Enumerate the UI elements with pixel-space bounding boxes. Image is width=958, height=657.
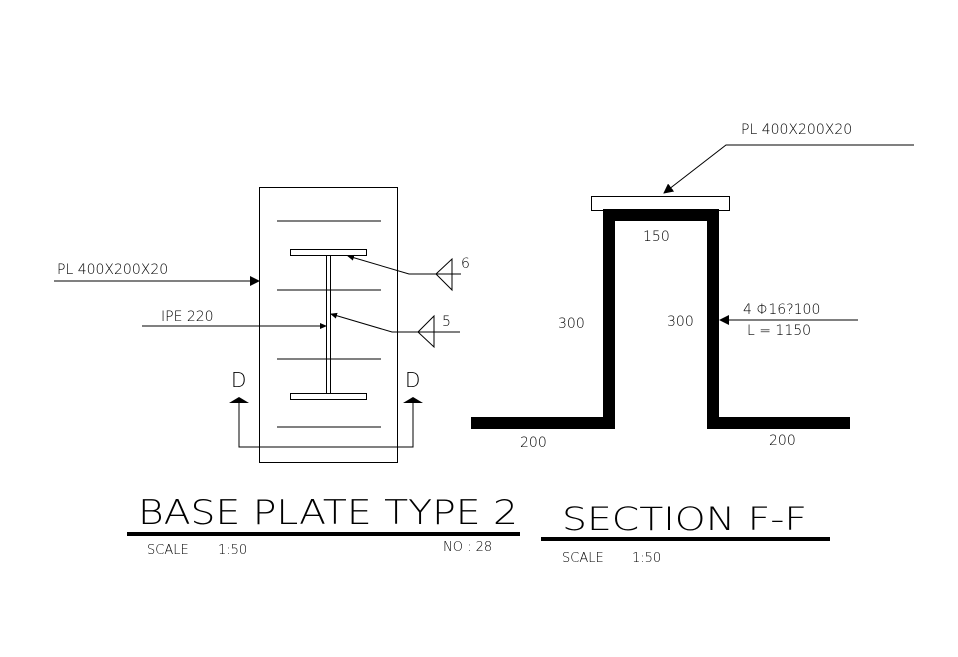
plate-label: PL 400X200X20 [57, 262, 168, 278]
rebar-shape [471, 209, 850, 429]
section-cut-marker: D D [229, 368, 423, 448]
scale-label-right: SCALE [562, 551, 604, 566]
dim-right-height: 300 [667, 314, 694, 330]
ipe-beam-section [290, 249, 367, 400]
scale-value-right: 1:50 [632, 551, 661, 566]
drawing-title-base-plate: BASE PLATE TYPE 2 [138, 493, 518, 533]
weld-symbol-top: 6 [347, 254, 470, 292]
arrow-up-icon [229, 397, 249, 403]
rebar-length: L = 1150 [747, 323, 811, 339]
weld-symbol-bottom: 5 [330, 312, 460, 349]
top-plate [591, 196, 730, 211]
rebar-spec: 4 Φ16?100 [743, 302, 820, 318]
weld-size-bottom: 5 [442, 314, 451, 330]
bottom-flange [290, 393, 367, 400]
section-mark-left: D [231, 368, 246, 392]
title-underline-right [541, 537, 830, 541]
beam-label: IPE 220 [161, 309, 214, 325]
base-plate-outline [259, 187, 398, 463]
drawing-title-section: SECTION F-F [562, 500, 807, 538]
fillet-weld-icon [417, 314, 435, 349]
plate-label-right: PL 400X200X20 [741, 122, 852, 138]
plate-leader-arrow-right [663, 144, 914, 194]
base-plate-plan-view: PL 400X200X20 IPE 220 6 5 D D BASE PLATE… [54, 187, 520, 558]
dim-left-leg: 200 [520, 435, 547, 451]
fillet-weld-icon [435, 257, 453, 292]
title-underline [127, 532, 520, 536]
dim-right-leg: 200 [769, 433, 796, 449]
section-ff-view: PL 400X200X20 150 300 300 200 200 4 Φ16?… [471, 122, 914, 566]
drawing-number: NO : 28 [443, 540, 492, 555]
dim-left-height: 300 [558, 316, 585, 332]
scale-value-left: 1:50 [218, 543, 247, 558]
top-flange [290, 249, 367, 256]
scale-label-left: SCALE [147, 543, 189, 558]
weld-size-top: 6 [461, 256, 470, 272]
section-mark-right: D [405, 368, 420, 392]
dim-top-width: 150 [643, 229, 670, 245]
arrow-up-icon [403, 397, 423, 403]
